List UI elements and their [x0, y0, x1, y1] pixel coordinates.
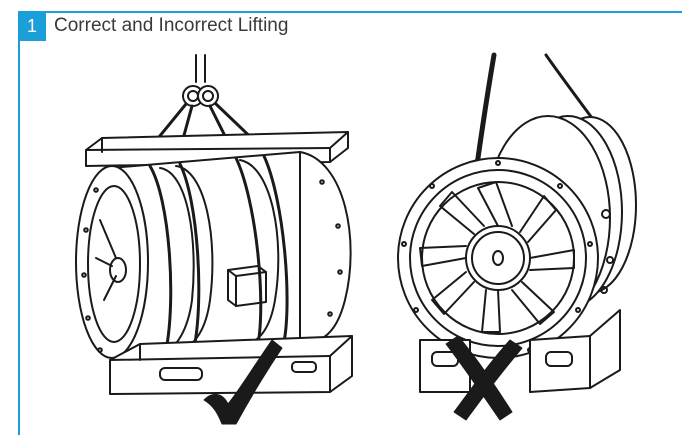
incorrect-lifting-drawing	[397, 52, 637, 421]
body-straps	[148, 154, 289, 352]
fan-side-body	[75, 151, 352, 359]
fan-blades	[419, 181, 575, 333]
correct-lifting-drawing	[75, 54, 353, 425]
figure-title: Correct and Incorrect Lifting	[54, 15, 289, 36]
check-icon	[203, 339, 283, 425]
hoist-hook	[182, 54, 219, 107]
figure-number-badge: 1	[18, 11, 46, 41]
fan-base-frame	[109, 335, 353, 395]
cross-icon	[445, 335, 523, 421]
hoist-rope	[544, 53, 594, 120]
side-rule	[18, 11, 20, 435]
header-rule	[18, 11, 682, 13]
fan-front-flange	[397, 157, 599, 359]
